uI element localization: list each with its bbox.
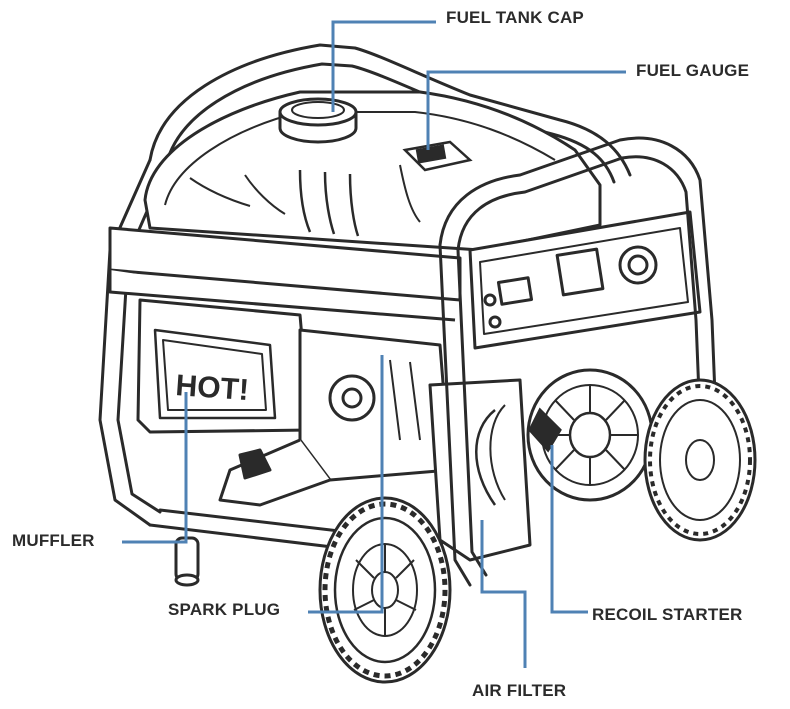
rear-wheel	[643, 378, 757, 542]
engine	[218, 328, 452, 507]
label-fuel-tank-cap: FUEL TANK CAP	[446, 8, 584, 27]
frame-back	[98, 43, 632, 527]
fuel-gauge	[402, 140, 473, 172]
leader-muffler	[122, 392, 188, 544]
leader-lines	[122, 20, 626, 668]
label-muffler: MUFFLER	[12, 531, 95, 550]
air-filter	[428, 378, 532, 562]
leader-recoil-starter	[550, 445, 588, 614]
leader-fuel-gauge	[426, 70, 626, 150]
fuel-tank	[143, 90, 602, 252]
leader-spark-plug	[308, 355, 384, 614]
label-fuel-gauge: FUEL GAUGE	[636, 61, 750, 80]
label-recoil-starter: RECOIL STARTER	[592, 605, 743, 624]
front-wheel	[318, 496, 452, 684]
muffler: HOT!	[136, 298, 312, 587]
label-air-filter: AIR FILTER	[472, 681, 567, 700]
leader-air-filter	[480, 520, 527, 668]
fuel-tank-cap	[278, 97, 358, 144]
recoil-starter	[526, 368, 654, 502]
control-panel	[468, 210, 702, 350]
label-spark-plug: SPARK PLUG	[168, 600, 281, 619]
leader-fuel-tank-cap	[331, 20, 436, 112]
